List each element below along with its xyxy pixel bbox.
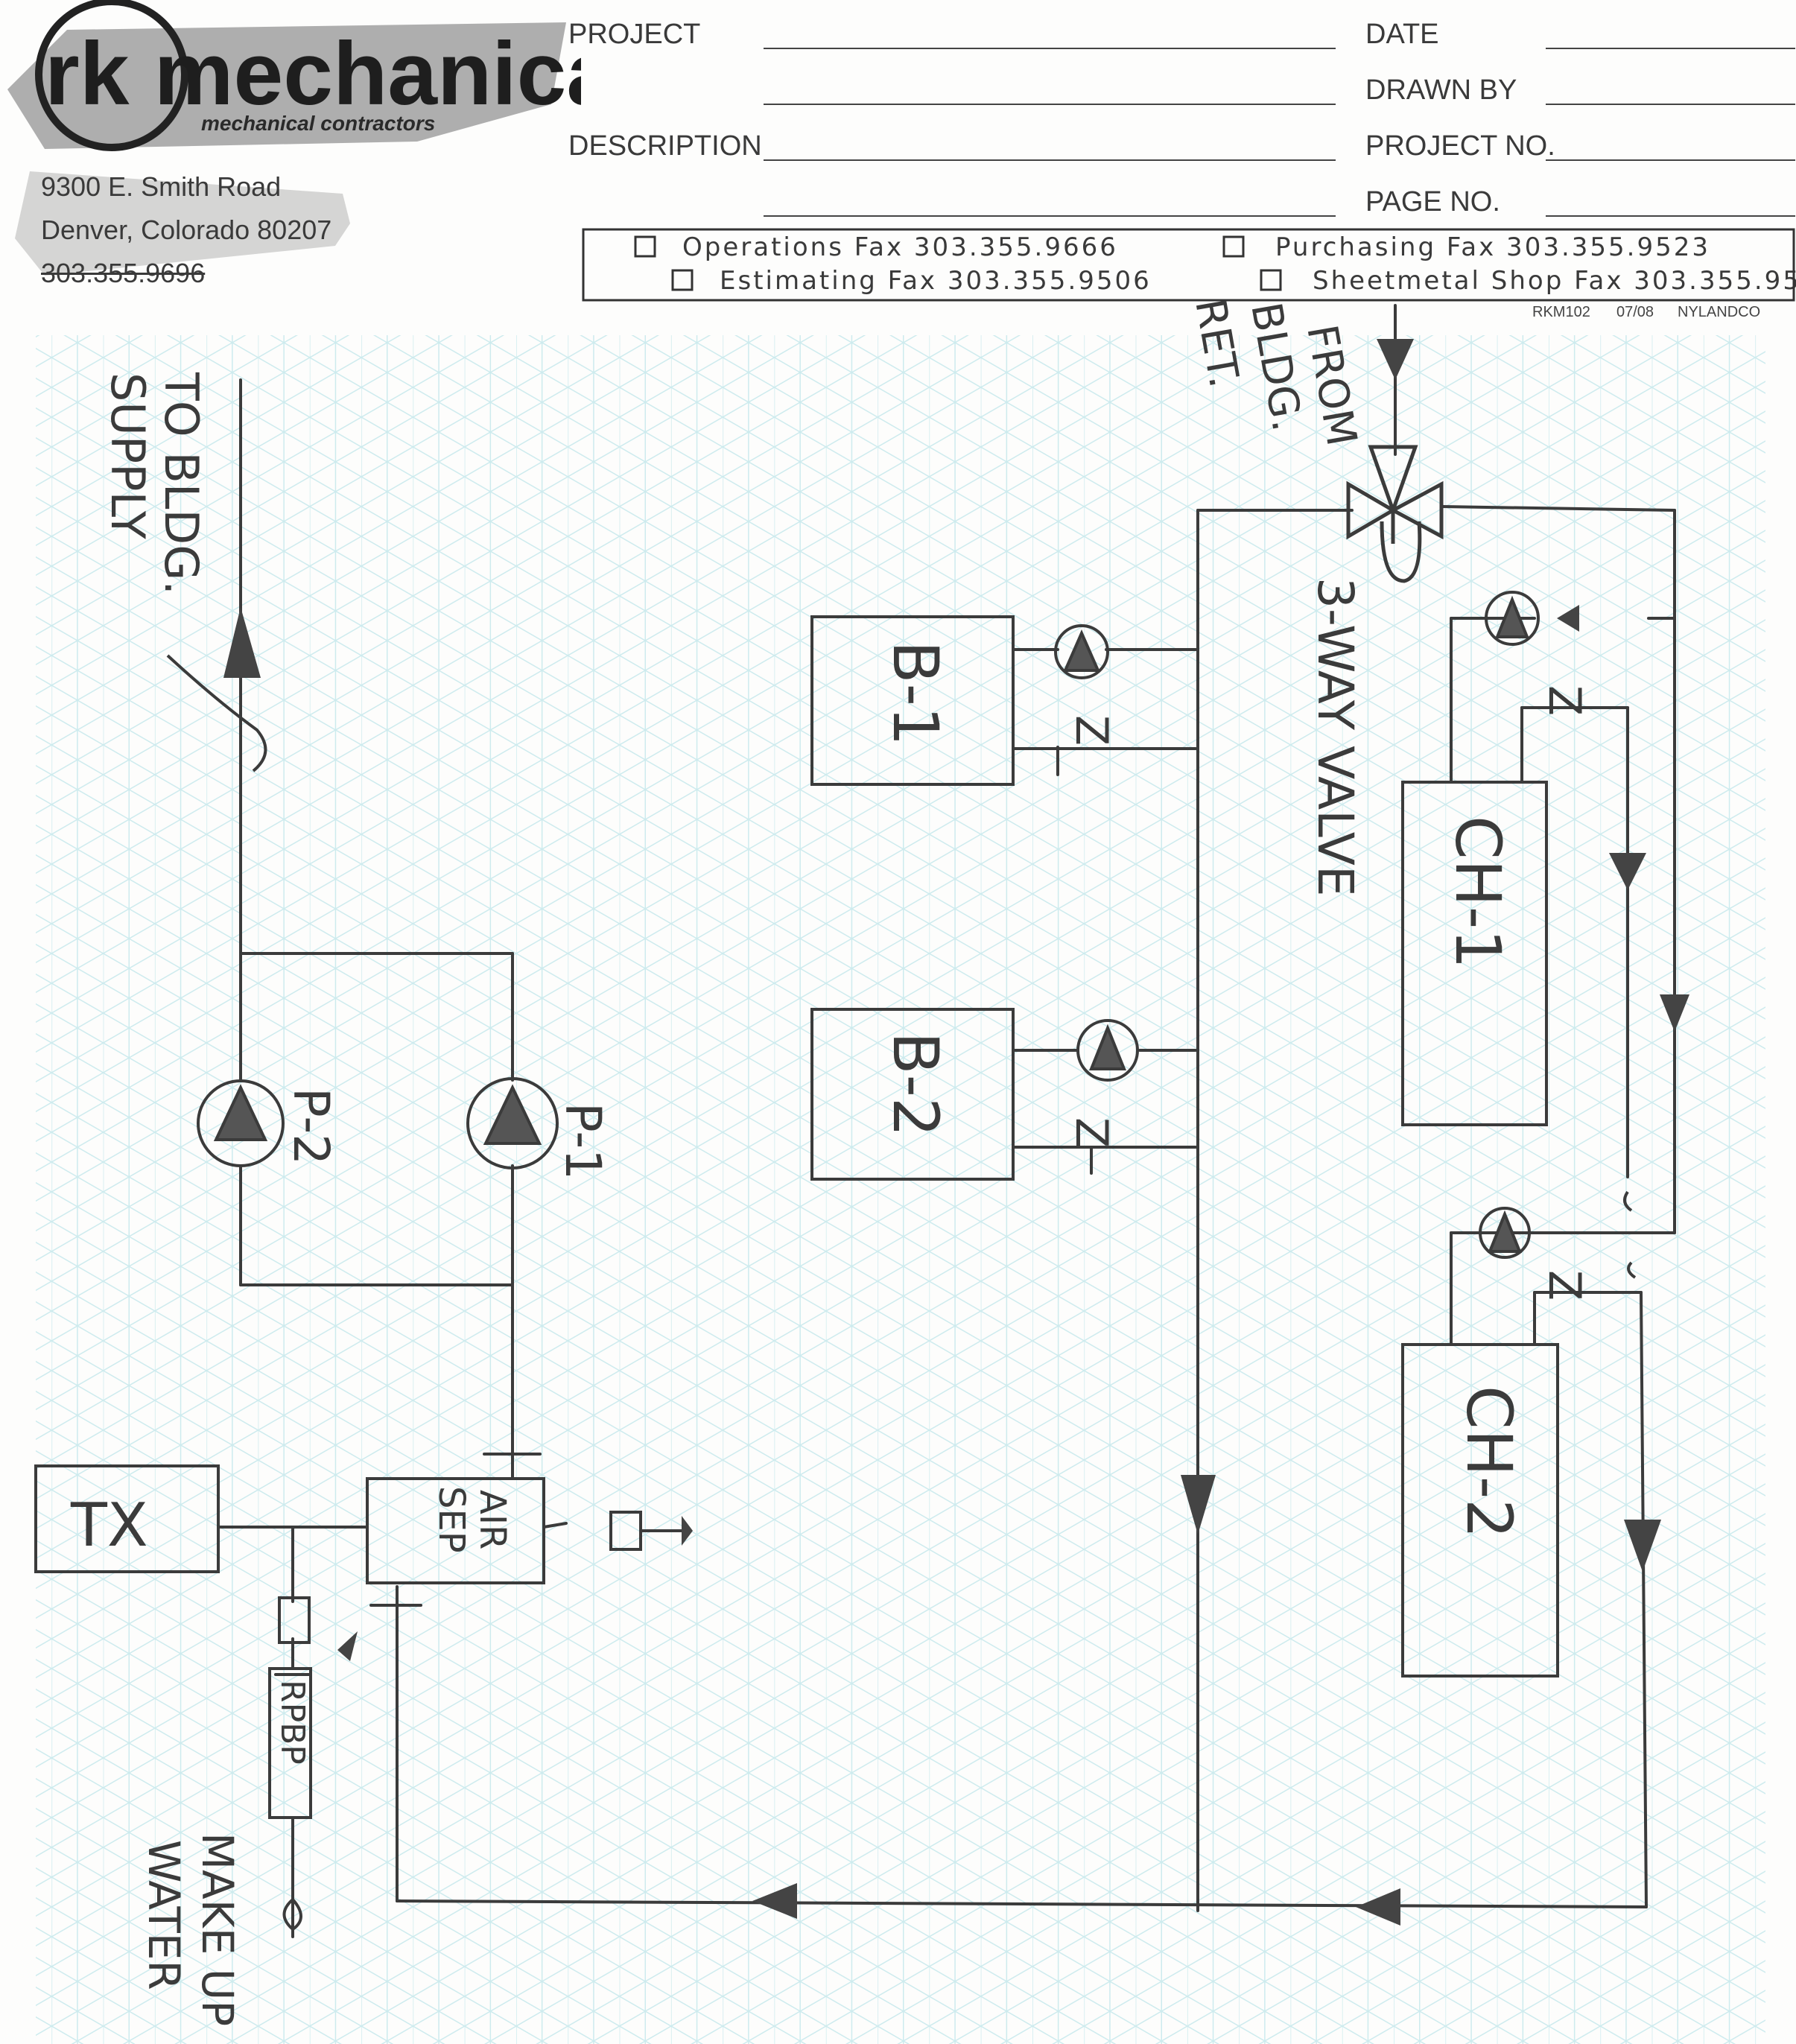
label-ch2: CH-2 xyxy=(1453,1386,1526,1539)
three-way-valve-symbol xyxy=(1346,445,1444,583)
flow-arrows xyxy=(223,339,1689,1926)
label-z-ch2: Z xyxy=(1538,1270,1590,1301)
label-b1: B-1 xyxy=(879,641,952,746)
equipment-boxes xyxy=(34,615,1559,1819)
pump-ch2 xyxy=(1479,1207,1531,1259)
address-line-1: 9300 E. Smith Road xyxy=(41,171,282,202)
boiler-b1-box xyxy=(810,615,1015,786)
project-no-label: PROJECT NO. xyxy=(1365,130,1555,162)
label-sep: SEP xyxy=(431,1486,472,1553)
label-p2: P-2 xyxy=(282,1088,340,1165)
page-no-label: PAGE NO. xyxy=(1365,186,1500,218)
phone: 303.355.9696 xyxy=(41,258,206,288)
label-air: AIR xyxy=(472,1490,513,1549)
label-make-up: MAKE UP xyxy=(192,1832,243,2026)
pump-b1 xyxy=(1054,624,1109,679)
tx-box xyxy=(34,1464,220,1573)
air-sep-box xyxy=(366,1477,545,1584)
fax-checkboxes xyxy=(634,235,1282,291)
pump-p2 xyxy=(197,1079,285,1167)
project-label: PROJECT xyxy=(568,19,701,50)
fax-box xyxy=(582,228,1795,302)
fax-operations: Operations Fax 303.355.9666 xyxy=(682,232,1118,262)
form-date: 07/08 xyxy=(1616,304,1654,320)
label-b2: B-2 xyxy=(879,1032,952,1137)
drawn-by-label: DRAWN BY xyxy=(1365,74,1517,106)
pump-p1 xyxy=(466,1077,559,1169)
arrow-bypass-down xyxy=(1660,994,1689,1032)
pump-ch1 xyxy=(1485,591,1540,646)
form-code: RKM102 xyxy=(1532,304,1590,320)
arrow-bottom-left xyxy=(752,1883,797,1919)
diagram-labels: TO BLDG. SUPPLY FROM BLDG. RET. 3-WAY VA… xyxy=(70,295,1590,2026)
label-z-ch1: Z xyxy=(1538,685,1590,716)
pipes xyxy=(218,304,1676,1938)
label-z-b2: Z xyxy=(1065,1117,1117,1148)
arrow-ch1-down xyxy=(1609,853,1646,890)
pump-b2 xyxy=(1076,1019,1139,1082)
logo: rk mechanical mechanical contractors xyxy=(7,0,581,276)
arrow-ch2-down xyxy=(1624,1520,1661,1572)
description-label: DESCRIPTION xyxy=(568,130,762,162)
date-label: DATE xyxy=(1365,19,1439,50)
arrow-bottom-right xyxy=(1356,1888,1400,1926)
address-line-2: Denver, Colorado 80207 xyxy=(41,215,332,245)
logo-tagline: mechanical contractors xyxy=(201,112,435,135)
grid-paper xyxy=(36,335,1765,2044)
boiler-b2-box xyxy=(810,1008,1015,1181)
label-z-b1: Z xyxy=(1065,715,1117,746)
logo-text: rk mechanical xyxy=(45,24,581,124)
pumps xyxy=(197,591,1540,1259)
label-supply: SUPPLY xyxy=(101,372,155,539)
chiller-ch2-box xyxy=(1401,1343,1559,1678)
label-to-bldg: TO BLDG. xyxy=(154,372,209,595)
label-ch1: CH-1 xyxy=(1441,816,1514,969)
hand-marks xyxy=(166,654,1637,1932)
fax-sheetmetal: Sheetmetal Shop Fax 303.355.9507 xyxy=(1313,266,1796,296)
arrow-ch1-in xyxy=(1557,605,1579,632)
chiller-ch1-box xyxy=(1401,781,1548,1126)
fax-estimating: Estimating Fax 303.355.9506 xyxy=(720,266,1152,296)
fax-purchasing: Purchasing Fax 303.355.9523 xyxy=(1275,232,1710,262)
label-rpbp: RPBP xyxy=(273,1680,311,1765)
arrow-supply-up xyxy=(223,607,261,678)
makeup-valve xyxy=(278,1596,311,1644)
form-printer: NYLANDCO xyxy=(1678,304,1761,320)
arrow-return-down xyxy=(1181,1475,1216,1534)
arrow-vent xyxy=(682,1516,693,1546)
rpbp-box xyxy=(268,1667,312,1819)
label-water: WATER xyxy=(139,1840,189,1990)
label-three-way-valve: 3-WAY VALVE xyxy=(1307,577,1364,897)
vent-valve xyxy=(609,1511,642,1551)
label-tx: TX xyxy=(70,1491,148,1560)
arrow-from-bldg xyxy=(1377,339,1414,380)
title-block-lines xyxy=(764,48,1795,217)
arrow-makeup xyxy=(337,1631,358,1661)
label-p1: P-1 xyxy=(554,1102,612,1180)
